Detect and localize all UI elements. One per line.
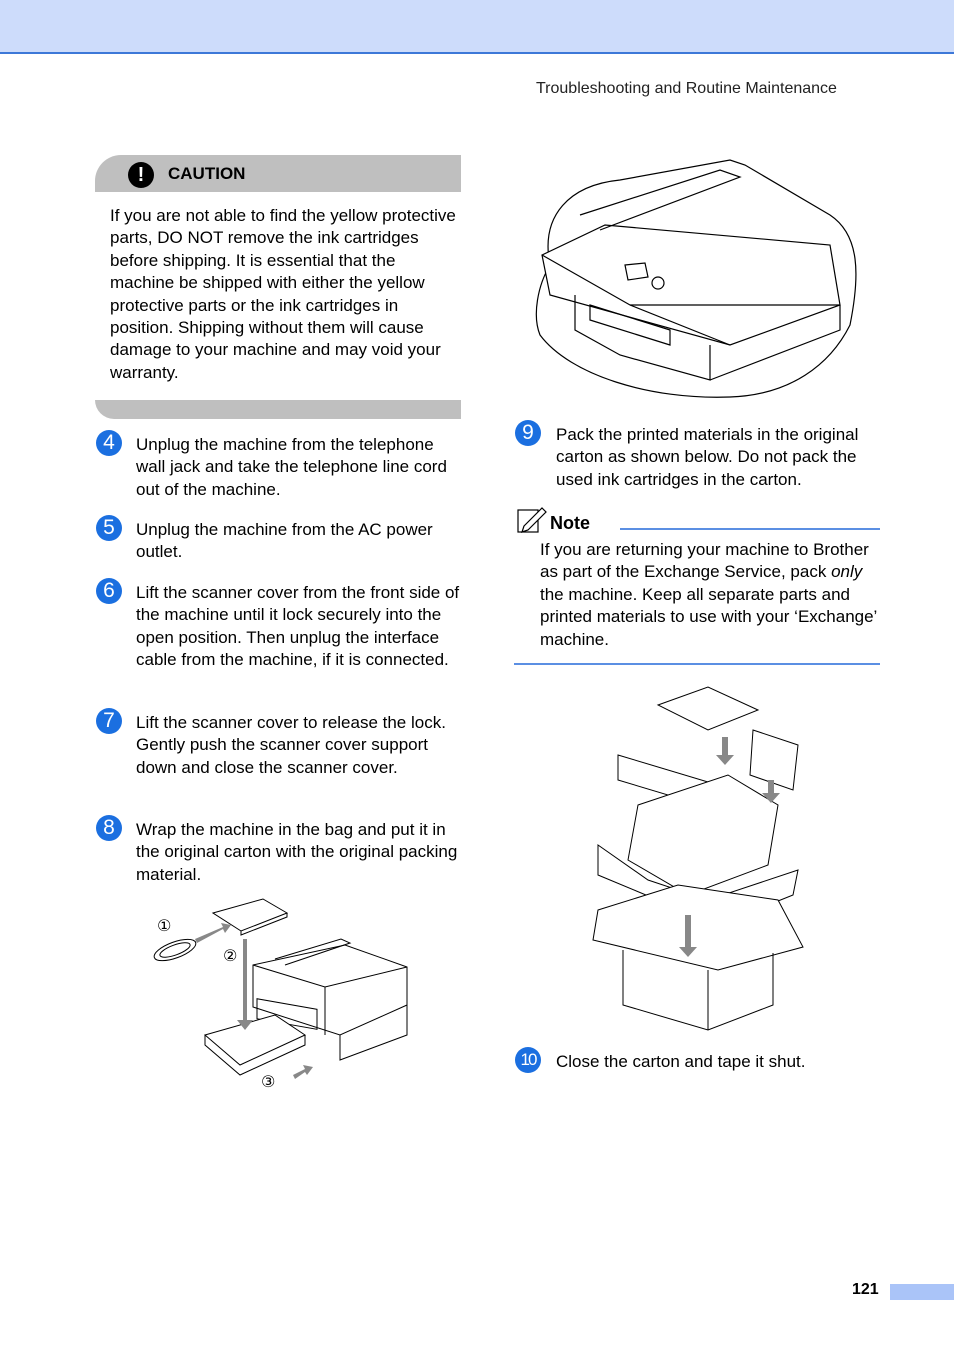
step-text: Pack the printed materials in the origin… [556,425,859,489]
exclamation-icon: ! [128,162,154,188]
running-header: Troubleshooting and Routine Maintenance [536,80,837,97]
step-text: Unplug the machine from the telephone wa… [136,435,447,499]
step-number: 4 [96,430,122,456]
figure-label: ③ [261,1072,275,1091]
step-text: Lift the scanner cover to release the lo… [136,713,446,777]
page-tab [890,1284,954,1300]
step-number: 7 [96,708,122,734]
step-number: 9 [515,420,541,446]
note-top-rule [620,528,880,530]
page-number: 121 [852,1281,879,1298]
step-number: 5 [96,515,122,541]
figure-label: ① [157,916,171,935]
step-number: 8 [96,815,122,841]
note-pencil-icon [517,507,547,533]
note-emphasis: only [831,562,863,582]
note-title: Note [550,513,590,533]
caution-header-bar [95,155,461,192]
caution-text: If you are not able to find the yellow p… [110,206,456,382]
figure-label: ② [223,946,237,965]
step-text: Lift the scanner cover from the front si… [136,583,460,670]
header-band [0,0,954,54]
wrap-machine-illustration: ① ② ③ [153,898,408,1091]
note-box [514,505,880,665]
step-number: 6 [96,578,122,604]
step-number: 10 [515,1047,541,1073]
packing-carton-illustration [592,686,804,1031]
step-text: Close the carton and tape it shut. [556,1052,806,1071]
caution-title: CAUTION [168,164,246,183]
step-text: Unplug the machine from the AC power out… [136,520,433,562]
machine-in-bag-illustration [535,159,857,398]
caution-footer-bar [95,400,461,419]
step-text: Wrap the machine in the bag and put it i… [136,820,458,884]
note-text: If you are returning your machine to Bro… [540,540,877,649]
